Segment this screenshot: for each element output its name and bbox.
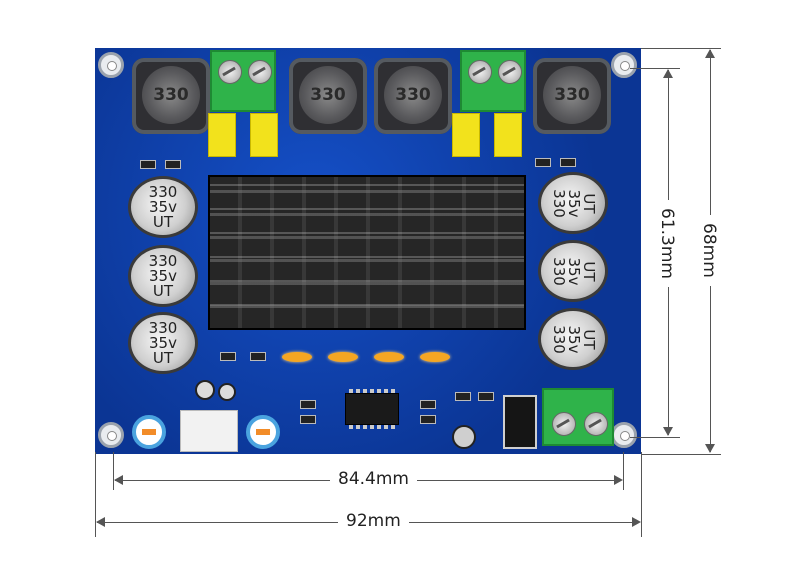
film-capacitor — [208, 113, 236, 157]
arrow-down-icon — [705, 444, 715, 453]
cap-value: 330 — [148, 318, 178, 337]
smd-component — [220, 352, 236, 361]
power-terminal — [542, 388, 614, 446]
volume-potentiometer — [246, 415, 280, 449]
smd-component — [300, 400, 316, 409]
inductor: 330 — [533, 58, 611, 134]
heatsink-fins — [210, 177, 524, 328]
arrow-down-icon — [663, 427, 673, 436]
small-capacitor — [218, 383, 236, 401]
cap-value: 330 — [549, 188, 568, 218]
cap-brand: UT — [152, 348, 174, 367]
cap-value: 330 — [148, 251, 178, 270]
dimension-label-inner-width: 84.4mm — [330, 469, 417, 489]
arrow-left-icon — [114, 475, 123, 485]
inductor-marking: 330 — [384, 66, 442, 124]
cap-value: 330 — [148, 182, 178, 201]
screw-icon — [552, 412, 576, 436]
screw-icon — [218, 60, 242, 84]
film-capacitor — [250, 113, 278, 157]
cap-voltage: 35v — [149, 197, 177, 216]
smd-component — [250, 352, 266, 361]
smd-component — [282, 352, 312, 362]
inductor: 330 — [374, 58, 452, 134]
smd-component — [374, 352, 404, 362]
cap-voltage: 35v — [149, 266, 177, 285]
screw-icon — [498, 60, 522, 84]
small-capacitor — [452, 425, 476, 449]
smd-component — [140, 160, 156, 169]
dimension-label-outer-height: 68mm — [699, 215, 719, 286]
electrolytic-capacitor: UT 35v 330 — [538, 172, 608, 234]
extension-line — [630, 437, 680, 438]
mounting-hole — [98, 422, 124, 448]
arrow-up-icon — [705, 49, 715, 58]
inductor: 330 — [132, 58, 210, 134]
speaker-terminal-left — [210, 50, 276, 112]
smd-component — [300, 415, 316, 424]
dimension-label-outer-width: 92mm — [338, 511, 409, 531]
arrow-right-icon — [632, 517, 641, 527]
speaker-terminal-right — [460, 50, 526, 112]
electrolytic-capacitor: 330 35v UT — [128, 176, 198, 238]
smd-component — [455, 392, 471, 401]
heatsink — [208, 175, 526, 330]
electrolytic-capacitor: 330 35v UT — [128, 312, 198, 374]
smd-component — [478, 392, 494, 401]
ic-chip — [345, 389, 399, 429]
inductor-marking: 330 — [299, 66, 357, 124]
extension-line — [641, 454, 721, 455]
input-connector — [180, 410, 238, 452]
inductor: 330 — [289, 58, 367, 134]
smd-component — [420, 400, 436, 409]
extension-line — [95, 452, 96, 537]
diode — [503, 395, 537, 449]
mounting-hole — [98, 52, 124, 78]
smd-component — [420, 352, 450, 362]
cap-brand: UT — [152, 212, 174, 231]
mounting-hole — [611, 422, 637, 448]
smd-component — [420, 415, 436, 424]
extension-line — [623, 452, 624, 490]
screw-icon — [248, 60, 272, 84]
electrolytic-capacitor: 330 35v UT — [128, 245, 198, 307]
inductor-marking: 330 — [142, 66, 200, 124]
smd-component — [535, 158, 551, 167]
volume-potentiometer — [132, 415, 166, 449]
electrolytic-capacitor: UT 35v 330 — [538, 240, 608, 302]
extension-line — [630, 68, 680, 69]
extension-line — [641, 48, 721, 49]
cap-value: 330 — [549, 324, 568, 354]
cap-value: 330 — [549, 256, 568, 286]
screw-icon — [584, 412, 608, 436]
extension-line — [641, 452, 642, 537]
small-capacitor — [195, 380, 215, 400]
screw-icon — [468, 60, 492, 84]
smd-component — [560, 158, 576, 167]
electrolytic-capacitor: UT 35v 330 — [538, 308, 608, 370]
arrow-left-icon — [96, 517, 105, 527]
smd-component — [165, 160, 181, 169]
dimension-label-inner-height: 61.3mm — [657, 200, 677, 287]
extension-line — [113, 452, 114, 490]
arrow-right-icon — [614, 475, 623, 485]
arrow-up-icon — [663, 69, 673, 78]
smd-component — [328, 352, 358, 362]
cap-voltage: 35v — [149, 333, 177, 352]
film-capacitor — [452, 113, 480, 157]
inductor-marking: 330 — [543, 66, 601, 124]
film-capacitor — [494, 113, 522, 157]
mounting-hole — [611, 52, 637, 78]
cap-brand: UT — [152, 281, 174, 300]
